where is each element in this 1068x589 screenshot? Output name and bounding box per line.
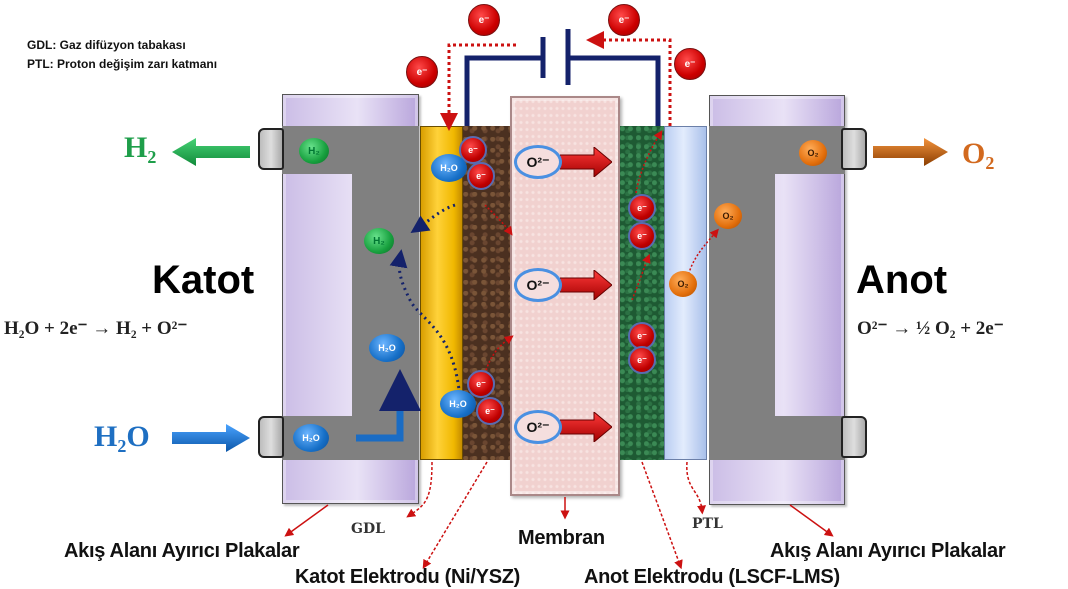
water-flow-arrow [356, 369, 421, 442]
o2-outlet-label: O₂ [962, 137, 995, 170]
water-molecule: H₂O [440, 390, 476, 418]
oxygen-molecule: O₂ [799, 140, 827, 166]
electron: e⁻ [468, 4, 500, 36]
electron-path-right [586, 31, 672, 126]
oxide-ion: O²⁻ [514, 410, 562, 444]
oxide-ion: O²⁻ [514, 145, 562, 179]
water-molecule: H₂O [431, 154, 467, 182]
electron: e⁻ [467, 370, 495, 398]
electron: e⁻ [674, 48, 706, 80]
water-molecule: H₂O [369, 334, 405, 362]
water-molecule: H₂O [293, 424, 329, 452]
label-gdl: GDL [351, 521, 385, 537]
oxygen-molecule: O₂ [669, 271, 697, 297]
o2-outlet-arrow [873, 138, 948, 166]
right-plate-channel-vertical [709, 126, 775, 460]
label-leaders [284, 461, 834, 570]
oxide-flow-arrow-bottom [560, 412, 612, 442]
electron: e⁻ [406, 56, 438, 88]
right-bottom-port [841, 416, 867, 458]
label-ptl: PTL [692, 516, 723, 532]
electron: e⁻ [628, 194, 656, 222]
oxide-flow-arrow-top [560, 147, 612, 177]
label-left-flow-plates: Akış Alanı Ayırıcı Plakalar [64, 540, 300, 562]
electron: e⁻ [459, 136, 487, 164]
h2o-inlet-label: H₂O [94, 420, 150, 453]
right-plate-channel-bottom [709, 416, 845, 460]
external-circuit [464, 29, 661, 126]
anode-electrode-layer [620, 126, 664, 460]
electron: e⁻ [628, 222, 656, 250]
left-outlet-port [258, 128, 284, 170]
electron: e⁻ [628, 346, 656, 374]
electron: e⁻ [476, 397, 504, 425]
legend-ptl: PTL: Proton değişim zarı katmanı [27, 57, 218, 71]
anode-equation: O²⁻ → ½ O₂ + 2e⁻ [857, 318, 1004, 339]
h2-outlet-arrow [172, 138, 250, 166]
label-membrane: Membran [518, 527, 605, 549]
left-inlet-port [258, 416, 284, 458]
oxide-ion: O²⁻ [514, 268, 562, 302]
hydrogen-molecule: H₂ [299, 138, 329, 164]
label-right-flow-plates: Akış Alanı Ayırıcı Plakalar [770, 540, 1006, 562]
electron-path-left [440, 43, 516, 131]
legend-gdl: GDL: Gaz difüzyon tabakası [27, 38, 186, 52]
electron: e⁻ [608, 4, 640, 36]
oxygen-molecule: O₂ [714, 203, 742, 229]
hydrogen-molecule: H₂ [364, 228, 394, 254]
oxide-flow-arrow-middle [560, 270, 612, 300]
label-anode-electrode: Anot Elektrodu (LSCF-LMS) [584, 566, 840, 588]
h2o-inlet-arrow [172, 424, 250, 452]
h2-diffusion-path-1 [389, 249, 462, 401]
h2-outlet-label: H₂ [124, 131, 157, 164]
cathode-title: Katot [152, 258, 255, 302]
right-outlet-port [841, 128, 867, 170]
electron: e⁻ [467, 162, 495, 190]
cathode-equation: H₂O + 2e⁻ → H₂ + O²⁻ [4, 318, 188, 339]
anode-title: Anot [856, 258, 948, 302]
h2-diffusion-path-2 [410, 203, 456, 233]
label-cathode-electrode: Katot Elektrodu (Ni/YSZ) [295, 566, 521, 588]
